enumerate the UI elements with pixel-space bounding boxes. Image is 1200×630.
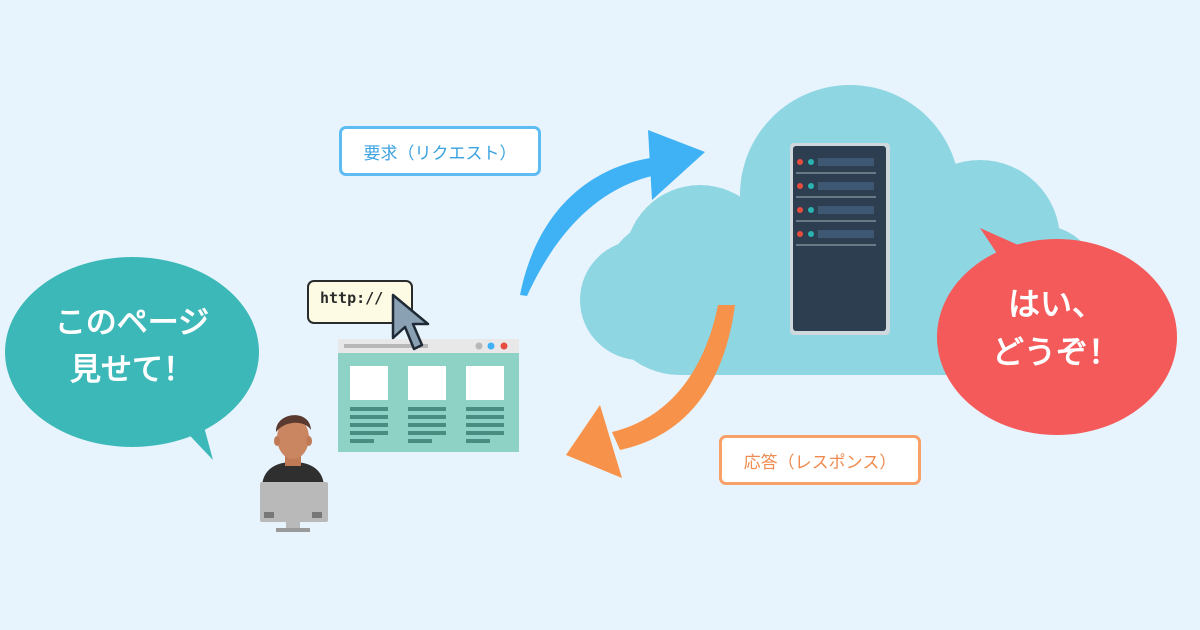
cursor-icon [391,293,430,351]
user-icon [262,415,324,488]
response-arrow [566,305,735,478]
browser-window-icon [338,339,519,452]
left-speech-bubble [5,257,259,460]
server-slot [796,230,876,246]
server-slot [796,158,876,174]
server-icon [790,143,890,335]
left-bubble-text: このページ 見せて！ [14,300,250,393]
right-bubble-line-1: はい、 [1007,285,1104,323]
server-slot [796,182,876,198]
response-label: 応答（レスポンス） [719,435,921,485]
request-label: 要求（リクエスト） [339,126,541,176]
monitor-icon [260,482,328,532]
left-bubble-line-2: 見せて！ [70,351,194,388]
server-slot [796,206,876,222]
url-text: http:// [320,289,384,307]
right-bubble-text: はい、 どうぞ！ [940,280,1172,376]
url-box [307,280,413,324]
right-speech-bubble [937,228,1177,435]
request-arrow [520,130,705,296]
left-bubble-line-1: このページ [54,305,210,341]
right-bubble-line-2: どうぞ！ [991,333,1120,371]
